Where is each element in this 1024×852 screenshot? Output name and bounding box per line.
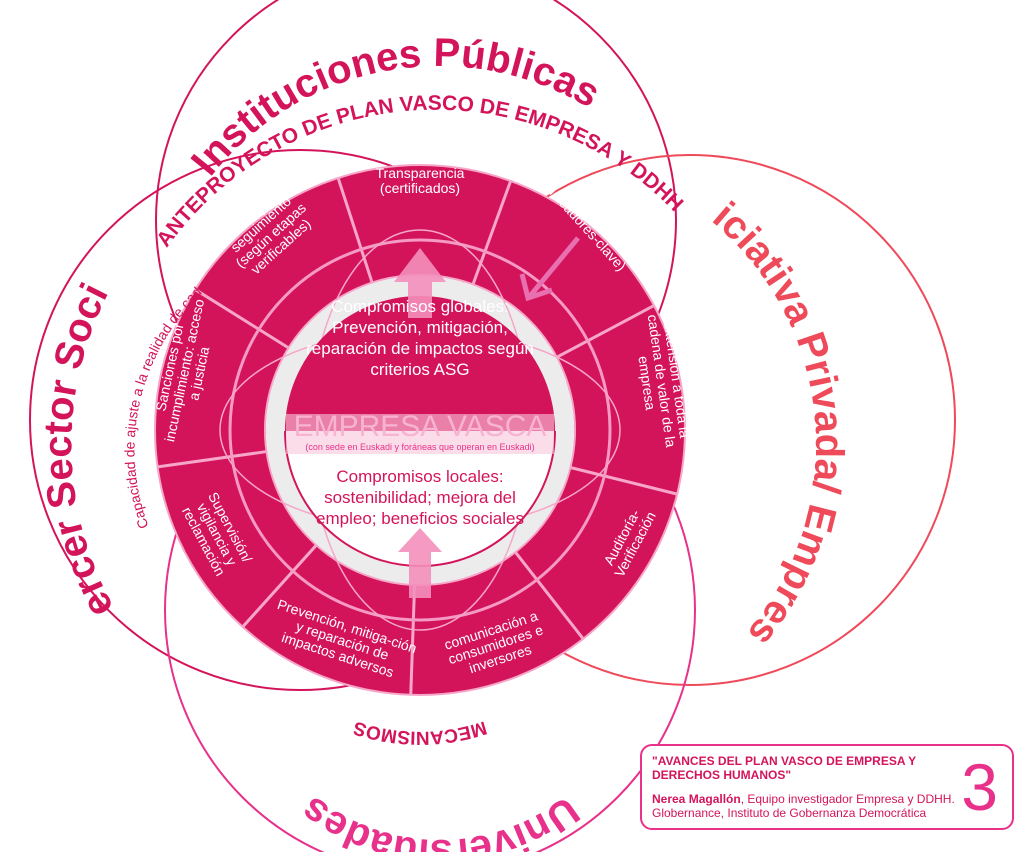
ring-segments (155, 165, 685, 695)
ring-outer-edge (154, 164, 686, 696)
svg-text:MECANISMOS: MECANISMOS (351, 716, 489, 747)
mecanismos-title: MECANISMOS (351, 716, 489, 747)
ring-divider (409, 584, 417, 695)
label-universidades: Universidades (293, 788, 587, 852)
caption-affiliation: , Equipo investigador Empresa y DDHH. Gl… (652, 792, 955, 820)
ring-segment-label: Sanciones por incumplimiento: acceso a j… (152, 297, 213, 444)
company-subtitle: (con sede en Euskadi y foráneas que oper… (305, 442, 534, 452)
local-commitments-box: Compromisos locales: sostenibilidad; mej… (316, 467, 524, 528)
caption-author-line: Nerea Magallón, Equipo investigador Empr… (652, 792, 962, 820)
ring-divider (471, 180, 513, 285)
svg-text:Tercer Sector Social: Tercer Sector Social (0, 0, 122, 624)
ring-divider (570, 466, 678, 496)
ring-divider (514, 551, 585, 640)
ring-divider (194, 288, 290, 350)
diagonal-arrow-icon (519, 236, 580, 302)
ring-segment-label: Información (indicadores-clave) (538, 175, 630, 274)
inner-arc-ring (228, 238, 612, 622)
svg-text:Universidades: Universidades (293, 788, 587, 852)
center-top-half (285, 296, 555, 431)
ring-segment-label: Transparencia (certificados) (375, 166, 465, 196)
ring-divider (336, 177, 374, 284)
caption-title: "AVANCES DEL PLAN VASCO DE EMPRESA Y DER… (652, 754, 916, 782)
ring-segment-label: Extensión a toda la cadena de valor de l… (635, 313, 693, 449)
ring-divider (241, 544, 318, 628)
caption-number: 3 (961, 750, 998, 824)
global-commitments-box: Compromisos globales: Prevención, mitiga… (306, 297, 534, 379)
company-title: EMPRESA VASCA (294, 410, 547, 443)
ring-divider (556, 304, 655, 359)
ring-dividers (157, 177, 678, 695)
up-arrow-icon (394, 248, 446, 318)
company-band (286, 414, 554, 454)
caption-box: "AVANCES DEL PLAN VASCO DE EMPRESA Y DER… (640, 744, 1014, 830)
caption-author: Nerea Magallón (652, 792, 741, 806)
local-commitments-text: Compromisos locales: sostenibilidad; mej… (316, 467, 524, 528)
ring-segment: Transparencia (certificados) (375, 166, 465, 196)
ring-divider (157, 450, 267, 469)
global-commitments-text: Compromisos globales: Prevención, mitiga… (306, 297, 534, 379)
label-tercer-sector: Tercer Sector Social (0, 0, 122, 624)
ring-segment-labels: Transparencia (certificados) Información … (152, 166, 693, 680)
up-arrow-small-icon (398, 528, 442, 598)
